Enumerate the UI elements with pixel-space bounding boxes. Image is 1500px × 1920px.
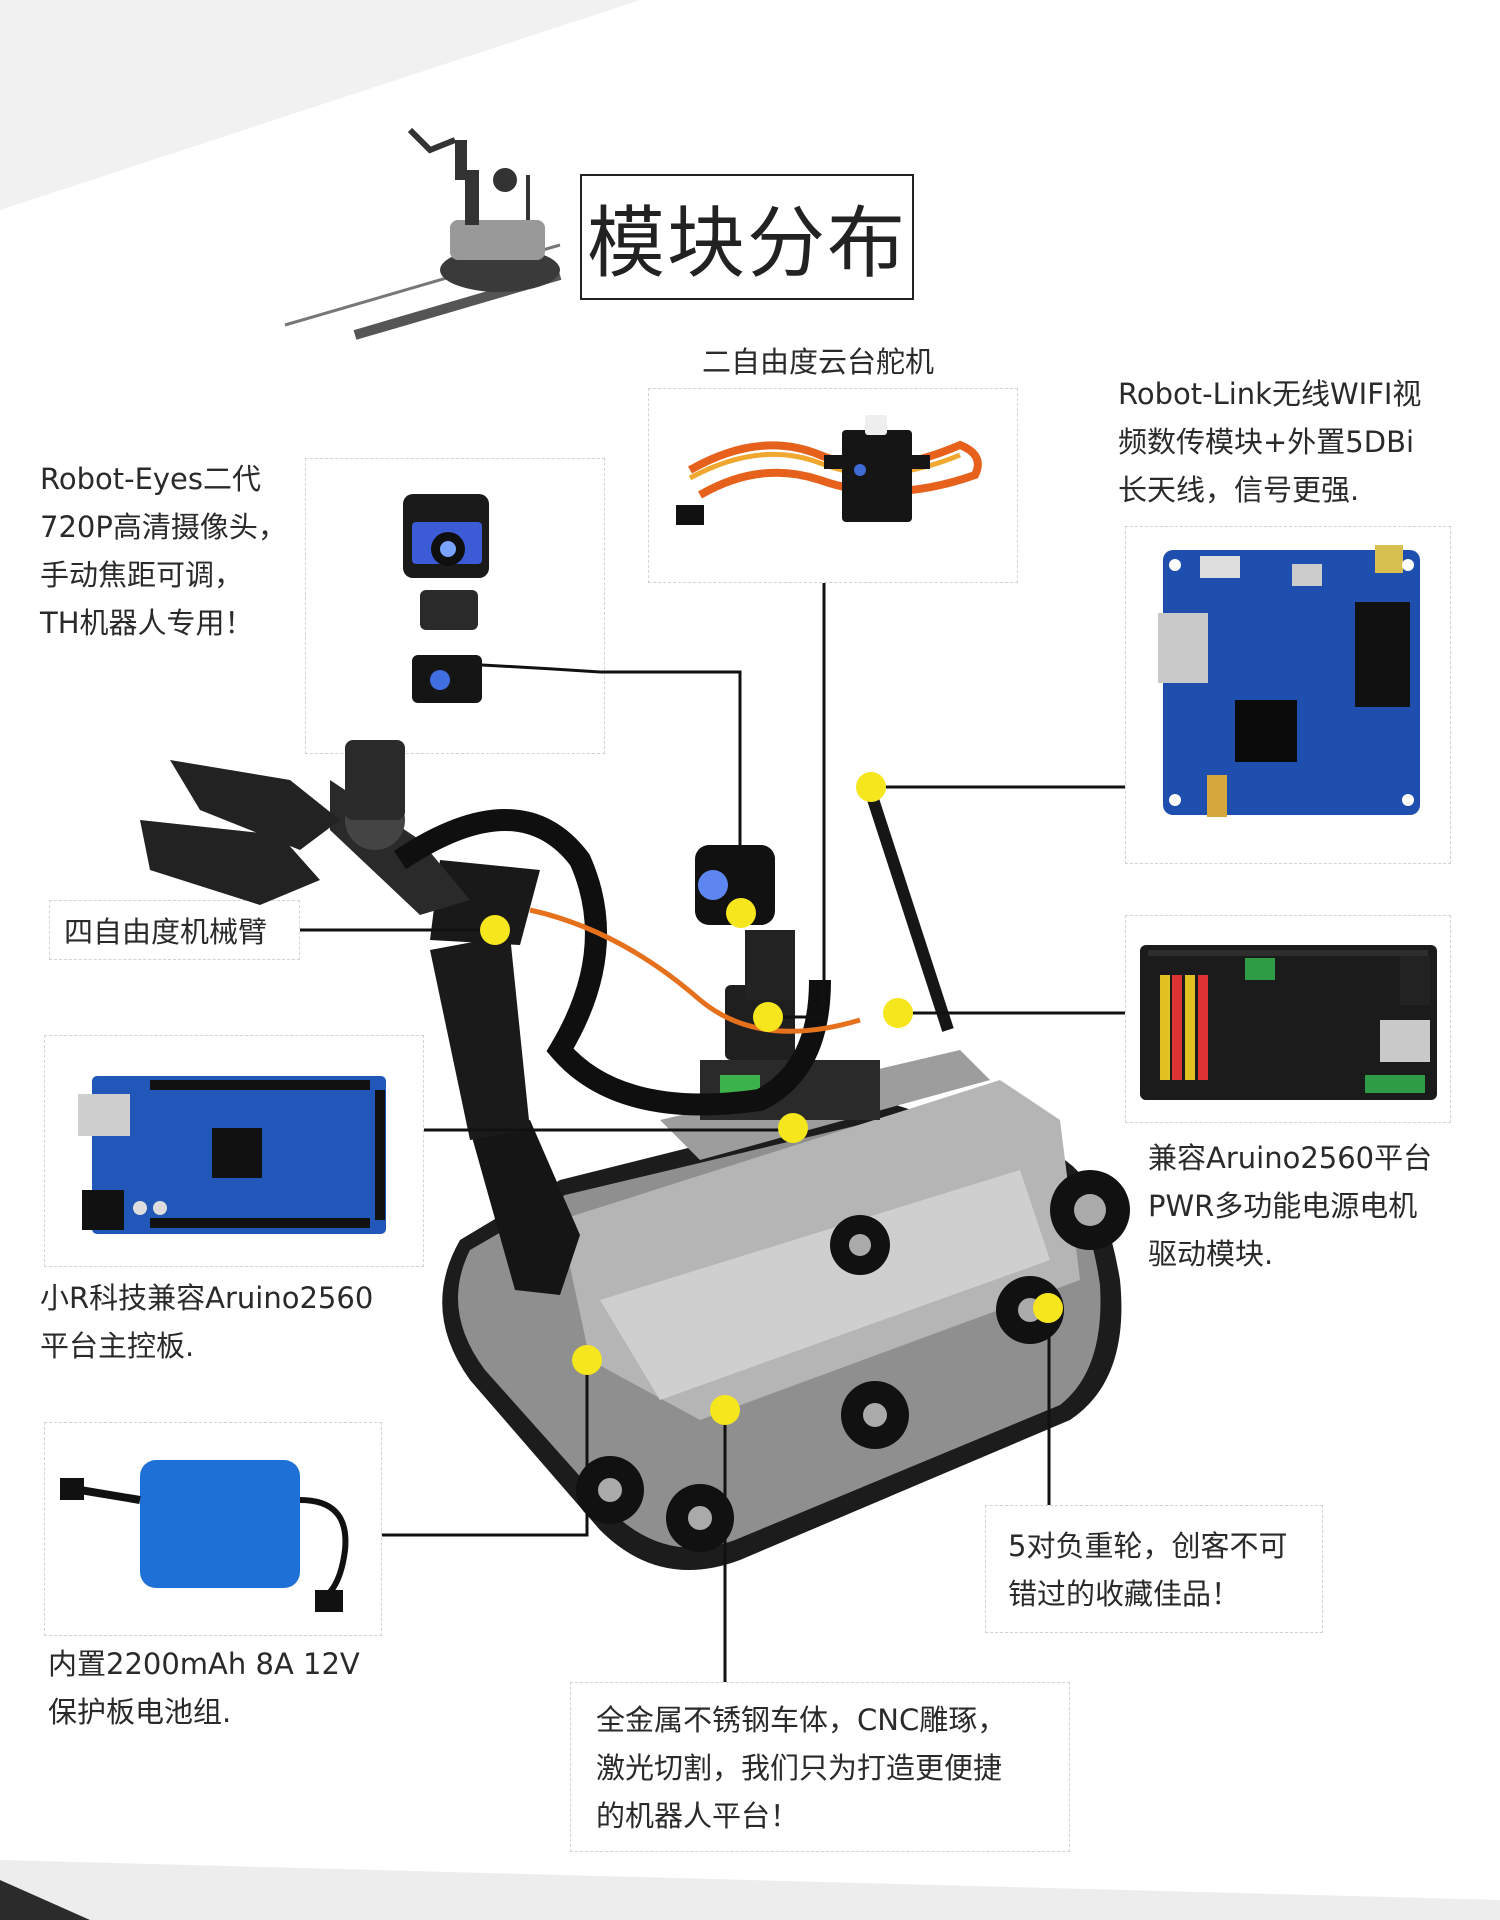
- wifi-label: Robot-Link无线WIFI视 频数传模块+外置5DBi 长天线，信号更强.: [1118, 377, 1422, 507]
- camera-image: [403, 494, 601, 703]
- wifi-module-image: [1158, 545, 1420, 817]
- battery-label: 内置2200mAh 8A 12V 保护板电池组.: [48, 1647, 360, 1729]
- mainboard-label: 小R科技兼容Aruino2560 平台主控板.: [40, 1281, 374, 1363]
- chassis-marker: [710, 1395, 740, 1425]
- wheels-marker: [1033, 1293, 1063, 1323]
- wifi-marker: [856, 772, 886, 802]
- camera-frame: [305, 458, 605, 754]
- page-title: 模块分布: [580, 174, 914, 300]
- mainboard-image: [78, 1076, 386, 1234]
- battery-image: [60, 1460, 349, 1612]
- chassis-label: 全金属不锈钢车体，CNC雕琢， 激光切割，我们只为打造更便捷 的机器人平台！: [596, 1703, 1007, 1833]
- driver-label: 兼容Aruino2560平台 PWR多功能电源电机 驱动模块.: [1148, 1141, 1433, 1271]
- servo-image: [676, 415, 982, 525]
- servo-marker: [753, 1002, 783, 1032]
- arm-label: 四自由度机械臂: [49, 900, 300, 960]
- servo-frame: [648, 388, 1018, 583]
- driver-marker: [883, 998, 913, 1028]
- servo-label: 二自由度云台舵机: [702, 345, 935, 379]
- wheels-frame: [985, 1505, 1323, 1633]
- wifi-frame: [1125, 526, 1451, 864]
- battery-marker: [572, 1345, 602, 1375]
- chassis-frame: [570, 1682, 1070, 1852]
- battery-frame: [44, 1422, 382, 1636]
- camera-marker: [726, 898, 756, 928]
- mainboard-frame: [44, 1035, 424, 1267]
- driver-module-image: [1140, 945, 1437, 1100]
- mainboard-marker: [778, 1113, 808, 1143]
- driver-frame: [1125, 915, 1451, 1123]
- camera-label: Robot-Eyes二代 720P高清摄像头， 手动焦距可调， TH机器人专用！: [40, 462, 287, 640]
- wheels-label: 5对负重轮，创客不可 错过的收藏佳品！: [1008, 1529, 1288, 1611]
- arm-marker: [480, 915, 510, 945]
